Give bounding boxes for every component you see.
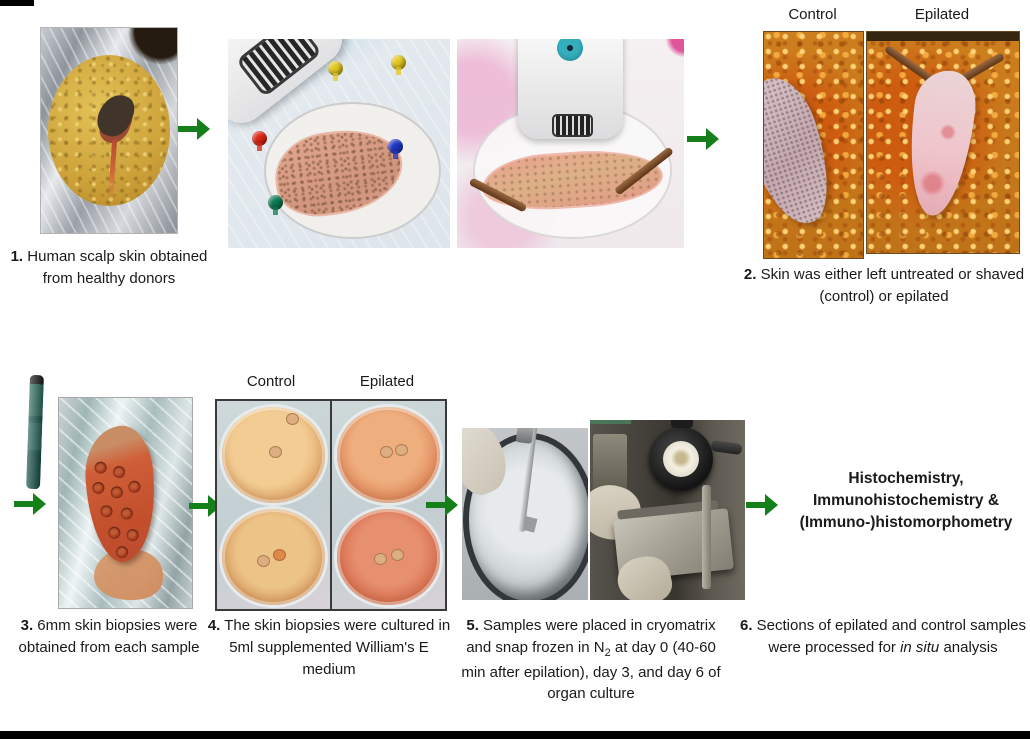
arrow-head [706,128,719,150]
biopsy-fragment [285,412,299,425]
photo-snap-freezing-dewar [462,428,588,600]
biopsy-hole [94,461,108,475]
biopsy-hole [107,526,121,540]
arrow-head [33,493,46,515]
arrow-head [197,118,210,140]
cork-edge [867,32,1019,41]
cryostat-knob [670,420,693,429]
arrow-right-icon [686,128,719,150]
arrow-right-icon [13,493,46,515]
in-situ-italic: in situ [900,638,940,656]
step6-caption: 6. Sections of epilated and control samp… [735,615,1030,659]
biopsy-hole [91,481,105,495]
arrow-head [765,494,778,516]
culture-well [336,509,441,605]
biopsy-hole [99,504,113,518]
biopsy-fragment [269,445,283,458]
skin-with-punch-holes [81,423,161,565]
step1-number: 1. [10,248,24,265]
arrow-right-icon [177,118,210,140]
step2-caption: 2. Skin was either left untreated or sha… [738,264,1030,308]
step6-number: 6. [739,617,753,634]
step2-number: 2. [743,266,757,283]
step5-text-pre: Samples were placed in cryomatrix and sn… [466,617,716,656]
photo-scalp-skin-on-cork [40,27,178,234]
arrow-shaft [178,126,198,132]
pushpin-yellow [328,61,343,81]
arrow-head [445,494,458,516]
step6-text-post: analysis [939,638,998,656]
step3-number: 3. [20,617,34,634]
label-control-dish: Control [246,373,296,390]
top-left-frame-mark [0,0,34,6]
label-control: Control [788,6,837,23]
step3-caption: 3. 6mm skin biopsies were obtained from … [8,615,210,659]
photo-epilated-culture-wells [330,399,447,611]
photo-biopsied-skin-on-foil [58,397,193,609]
biopsy-fragment [380,445,394,458]
pushpin-yellow [391,55,406,75]
step5-text-post: at day 0 (40-60 min after epilation), da… [461,638,721,703]
arrow-shaft [687,136,707,142]
epilator-button [557,39,584,62]
culture-well [221,509,326,605]
cryostat-clamp [701,484,711,590]
label-epilated: Epilated [914,6,970,23]
step4-text: The skin biopsies were cultured in 5ml s… [220,617,451,678]
biopsy-fragment [373,553,387,566]
pin-rod [883,44,935,84]
culture-well [221,407,326,503]
nitrogen-subscript: 2 [604,646,611,659]
biopsy-hole [110,485,124,499]
step5-caption: 5. Samples were placed in cryomatrix and… [455,615,727,705]
biopsy-hole [120,507,134,521]
arrow-right-icon [745,494,778,516]
biopsy-hole [126,528,140,542]
analysis-methods-text: Histochemistry, Immunohistochemistry & (… [799,470,1013,531]
biopsy-hole [115,545,129,559]
pushpin-green [268,195,283,215]
biopsy-punch-tool [26,374,44,490]
cryostat-arm [710,439,743,455]
photo-epilation-in-progress [457,39,684,248]
step5-number: 5. [466,617,479,634]
arrow-right-icon [425,494,458,516]
pushpin-blue [388,139,403,159]
arrow-shaft [14,501,34,507]
photo-control-culture-wells [215,399,332,611]
photo-epilator-pinned-skin [228,39,450,248]
epilator-roller [235,39,323,99]
biopsy-fragment [390,549,404,562]
biopsy-fragment [256,555,270,568]
step1-text: Human scalp skin obtained from healthy d… [23,248,208,287]
culture-well [336,407,441,503]
shaved-skin-sample [764,69,845,234]
step6-text-pre: Sections of epilated and control samples… [752,617,1026,656]
step1-caption: 1. Human scalp skin obtained from health… [2,246,216,290]
biopsy-fragment [273,549,287,562]
photo-epilated-skin-on-cork [866,31,1020,254]
epilator-device [518,39,623,140]
biopsy-fragment [394,443,408,456]
step2-text: Skin was either left untreated or shaved… [756,266,1025,305]
step3-text: 6mm skin biopsies were obtained from eac… [18,617,200,656]
biopsy-hole [112,465,126,479]
label-epilated-dish: Epilated [359,373,415,390]
biopsy-hole [127,480,141,494]
photo-cryostat [590,420,745,600]
step4-number: 4. [207,617,221,634]
arrow-shaft [189,503,209,509]
cryostat-wheel [648,427,713,492]
arrow-shaft [426,502,446,508]
pushpin-red [252,131,267,151]
epilator-roller [551,114,594,137]
arrow-shaft [746,502,766,508]
step4-caption: 4. The skin biopsies were cultured in 5m… [203,615,455,680]
photo-control-skin-on-cork [763,31,864,259]
epilated-skin-sample [900,66,980,219]
bottom-frame-bar [0,731,1030,739]
